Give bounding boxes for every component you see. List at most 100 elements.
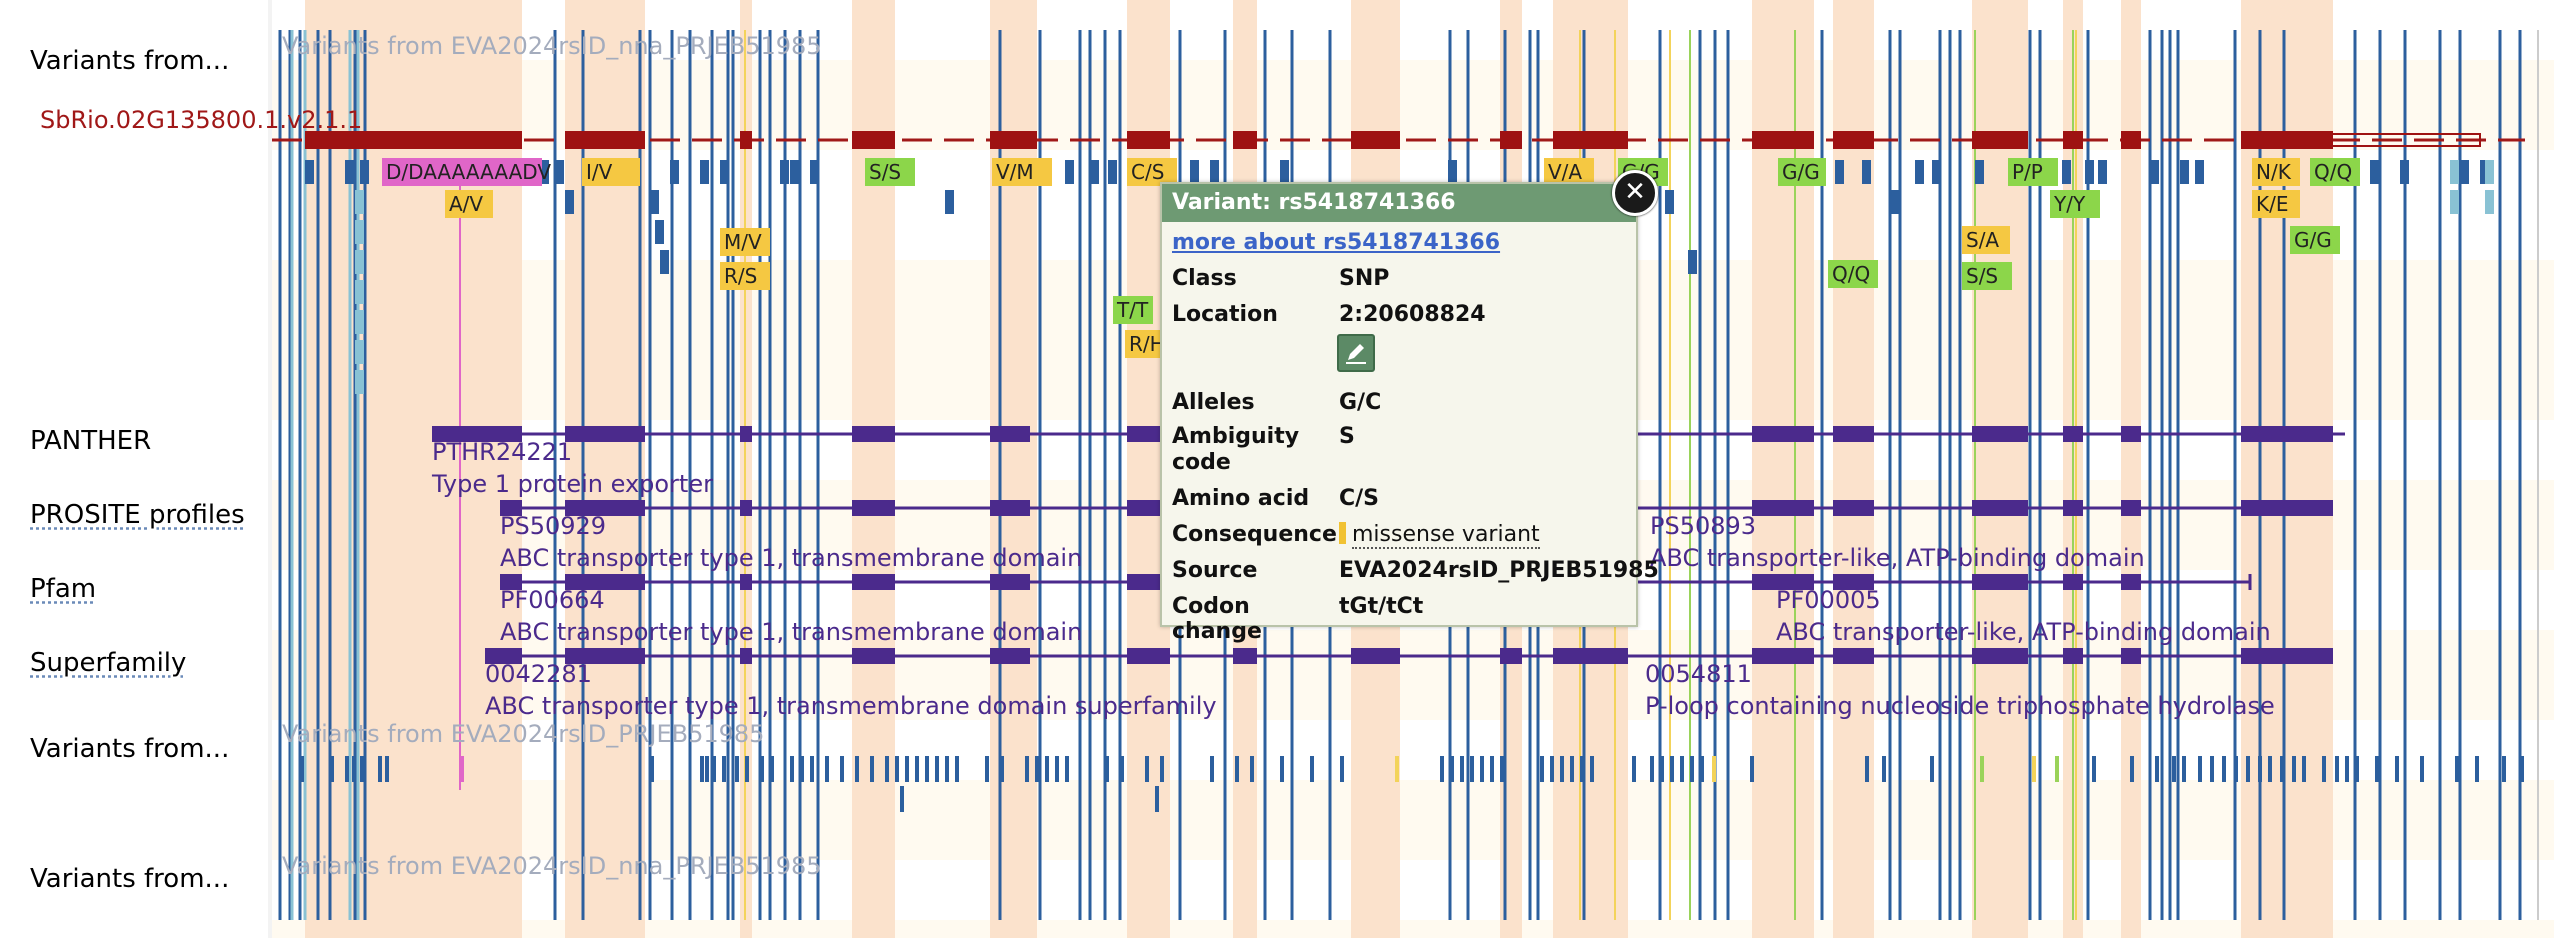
- transcript-exon[interactable]: [565, 131, 645, 149]
- variant-density-tick[interactable]: [1340, 756, 1344, 782]
- variant-tick[interactable]: [780, 160, 789, 184]
- variant-allele-box[interactable]: [992, 158, 1052, 186]
- transcript-exon[interactable]: [2121, 131, 2141, 149]
- variant-density-tick[interactable]: [1155, 786, 1159, 812]
- variant-tick[interactable]: [345, 160, 354, 184]
- variant-density-tick[interactable]: [900, 786, 904, 812]
- close-icon[interactable]: ✕: [1612, 170, 1658, 216]
- variant-density-tick[interactable]: [1055, 756, 1059, 782]
- variant-density-tick[interactable]: [1460, 756, 1464, 782]
- variant-density-tick[interactable]: [1590, 756, 1594, 782]
- variant-density-tick[interactable]: [2258, 756, 2262, 782]
- variant-density-tick[interactable]: [2302, 756, 2306, 782]
- variant-tick[interactable]: [945, 190, 954, 214]
- variant-tick[interactable]: [1862, 160, 1871, 184]
- variant-density-tick[interactable]: [2155, 756, 2159, 782]
- variant-tick[interactable]: [810, 160, 819, 184]
- variant-tick[interactable]: [2460, 160, 2469, 184]
- variant-tick[interactable]: [1090, 160, 1099, 184]
- superfamily-block[interactable]: [2121, 648, 2141, 664]
- panther-block[interactable]: [740, 426, 752, 442]
- variant-density-tick[interactable]: [712, 756, 716, 782]
- variant-density-tick[interactable]: [1045, 756, 1049, 782]
- consequence-text[interactable]: missense variant: [1352, 522, 1540, 549]
- transcript-exon[interactable]: [852, 131, 895, 149]
- label-variants-3[interactable]: Variants from...: [30, 864, 230, 894]
- variant-tick[interactable]: [1932, 160, 1941, 184]
- label-variants-2[interactable]: Variants from...: [30, 734, 230, 764]
- prosite-block[interactable]: [1972, 500, 2028, 516]
- variant-density-tick[interactable]: [385, 756, 389, 782]
- variant-density-tick[interactable]: [722, 756, 726, 782]
- panther-block[interactable]: [1752, 426, 1814, 442]
- variant-tick[interactable]: [1210, 160, 1219, 184]
- variant-allele-box[interactable]: [2252, 190, 2300, 218]
- prosite-block[interactable]: [565, 500, 645, 516]
- variant-tick[interactable]: [1448, 160, 1457, 184]
- panther-block[interactable]: [1833, 426, 1874, 442]
- panther-block[interactable]: [565, 426, 645, 442]
- variant-density-tick[interactable]: [1280, 756, 1284, 782]
- variant-density-tick[interactable]: [1712, 756, 1716, 782]
- variant-tick-light[interactable]: [2485, 160, 2494, 184]
- variant-density-tick[interactable]: [735, 756, 739, 782]
- panther-block[interactable]: [2121, 426, 2141, 442]
- variant-density-tick[interactable]: [1580, 756, 1584, 782]
- prosite-block[interactable]: [852, 500, 895, 516]
- transcript-exon[interactable]: [1500, 131, 1522, 149]
- prosite-block[interactable]: [1127, 500, 1170, 516]
- variant-density-tick[interactable]: [2420, 756, 2424, 782]
- variant-tick[interactable]: [2150, 160, 2159, 184]
- variant-tick[interactable]: [1665, 190, 1674, 214]
- variant-density-tick[interactable]: [955, 756, 959, 782]
- panther-block[interactable]: [2241, 426, 2333, 442]
- variant-tick-light[interactable]: [355, 370, 364, 394]
- variant-density-tick[interactable]: [2455, 756, 2459, 782]
- transcript-exon[interactable]: [305, 131, 522, 149]
- transcript-exon[interactable]: [1233, 131, 1257, 149]
- superfamily-block[interactable]: [2063, 648, 2083, 664]
- panther-block[interactable]: [432, 426, 522, 442]
- variant-density-tick[interactable]: [1025, 756, 1029, 782]
- variant-density-tick[interactable]: [2210, 756, 2214, 782]
- variant-density-tick[interactable]: [1470, 756, 1474, 782]
- variant-density-tick[interactable]: [2055, 756, 2059, 782]
- variant-tick[interactable]: [670, 160, 679, 184]
- variant-allele-box[interactable]: [582, 158, 640, 186]
- more-about-link[interactable]: more about rs5418741366: [1172, 230, 1501, 255]
- variant-density-tick[interactable]: [2222, 756, 2226, 782]
- variant-density-tick[interactable]: [870, 756, 874, 782]
- prosite-block[interactable]: [1752, 500, 1814, 516]
- superfamily-block[interactable]: [1972, 648, 2028, 664]
- prosite-block[interactable]: [2063, 500, 2083, 516]
- transcript-label[interactable]: SbRio.02G135800.1.v2.1.1: [40, 106, 363, 134]
- variant-density-tick[interactable]: [300, 756, 304, 782]
- variant-density-tick[interactable]: [2280, 756, 2284, 782]
- variant-tick[interactable]: [660, 250, 669, 274]
- variant-tick[interactable]: [650, 190, 659, 214]
- variant-density-tick[interactable]: [345, 756, 349, 782]
- superfamily-block[interactable]: [1553, 648, 1628, 664]
- variant-tick[interactable]: [1065, 160, 1074, 184]
- variant-allele-box[interactable]: [1125, 330, 1165, 358]
- variant-density-tick[interactable]: [1650, 756, 1654, 782]
- variant-density-tick[interactable]: [2182, 756, 2186, 782]
- variant-density-tick[interactable]: [945, 756, 949, 782]
- variant-density-tick[interactable]: [2268, 756, 2272, 782]
- variant-density-tick[interactable]: [1440, 756, 1444, 782]
- variant-density-tick[interactable]: [905, 756, 909, 782]
- panther-block[interactable]: [990, 426, 1030, 442]
- variant-density-tick[interactable]: [1160, 756, 1164, 782]
- variant-density-tick[interactable]: [825, 756, 829, 782]
- variant-tick[interactable]: [2085, 160, 2094, 184]
- variant-density-tick[interactable]: [855, 756, 859, 782]
- transcript-exon[interactable]: [2063, 131, 2083, 149]
- variant-density-tick[interactable]: [2475, 756, 2479, 782]
- variant-density-tick[interactable]: [1750, 756, 1754, 782]
- superfamily-block[interactable]: [1833, 648, 1874, 664]
- variant-density-tick[interactable]: [1980, 756, 1984, 782]
- variant-density-tick[interactable]: [650, 756, 654, 782]
- variant-density-tick[interactable]: [2198, 756, 2202, 782]
- variant-tick[interactable]: [700, 160, 709, 184]
- variant-density-tick[interactable]: [352, 756, 356, 782]
